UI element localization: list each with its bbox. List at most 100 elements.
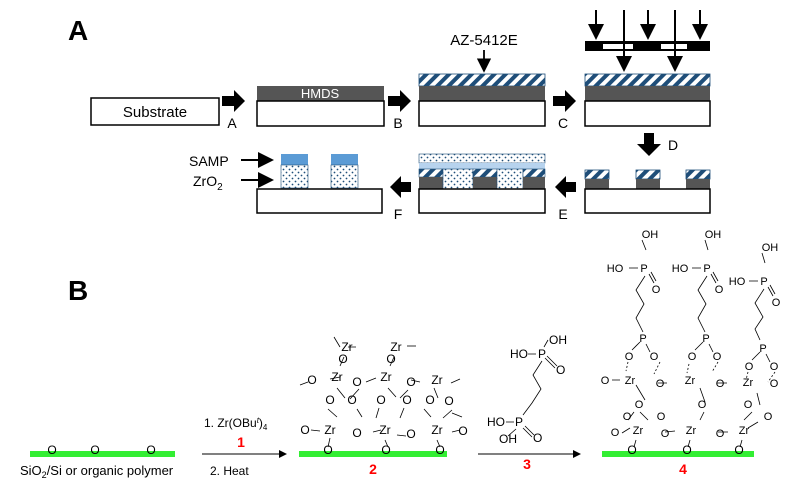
atom-ho: HO	[672, 263, 689, 275]
compound-number-1: 1	[237, 434, 245, 450]
atom-zr: Zr	[743, 377, 754, 389]
step-label-f: F	[394, 206, 403, 222]
atom-o: O	[601, 375, 610, 387]
atom-o: O	[770, 378, 779, 390]
exposure-stack	[584, 10, 711, 127]
substrate-box: Substrate	[90, 97, 220, 126]
atom-o: O	[661, 428, 670, 440]
developed-stack	[584, 169, 711, 214]
reaction-arrow-3: 3 OH HO P O HO P OH O	[478, 333, 581, 472]
atom-o: O	[635, 399, 644, 411]
atom-zr: Zr	[380, 370, 391, 384]
atom-zr: Zr	[431, 373, 442, 387]
atom-zr: Zr	[625, 375, 636, 387]
modified-surface-4: O O O 4	[602, 443, 754, 477]
atom-o: O	[657, 411, 666, 423]
atom-o: O	[650, 351, 659, 363]
resist-label: AZ-5412E	[450, 32, 518, 49]
samp-label: SAMP	[189, 153, 229, 169]
uv-arrows	[588, 10, 708, 72]
step-arrow-e: E	[555, 176, 576, 222]
atom-ho: HO	[487, 415, 505, 429]
zr-oxide-network: Zr O Zr O O Zr O Zr O Zr O O O O O O O Z…	[299, 336, 468, 448]
atom-p: P	[759, 343, 766, 355]
surface-oxygen: O	[323, 443, 332, 457]
atom-p: P	[703, 263, 710, 275]
atom-p: P	[515, 415, 523, 429]
atom-o: O	[406, 375, 415, 389]
atom-o: O	[458, 424, 467, 438]
reagent-2-label: 2. Heat	[210, 464, 249, 478]
step-label-e: E	[558, 206, 567, 222]
atom-o: O	[764, 411, 773, 423]
atom-o: O	[533, 431, 542, 445]
atom-zr: Zr	[390, 340, 401, 354]
atom-o: O	[656, 378, 665, 390]
compound-number-2: 2	[369, 461, 377, 477]
atom-ho: HO	[607, 263, 624, 275]
atom-oh: OH	[549, 333, 567, 347]
step-label-b: B	[393, 115, 402, 131]
step-label-c: C	[558, 115, 568, 131]
atom-ho: HO	[729, 276, 746, 288]
atom-o: O	[376, 393, 385, 407]
phosphonic-acid: OH HO P O HO P OH O	[487, 333, 567, 446]
atom-o: O	[623, 411, 632, 423]
compound-number-3: 3	[523, 456, 531, 472]
surface-oxygen: O	[381, 443, 390, 457]
atom-o: O	[652, 284, 661, 296]
panel-b-label: B	[68, 275, 88, 306]
resist-stack: AZ-5412E	[418, 32, 546, 127]
atom-o: O	[325, 393, 334, 407]
atom-o: O	[688, 351, 697, 363]
compound-number-4: 4	[679, 461, 687, 477]
surface-oxygen: O	[682, 443, 691, 457]
step-label-d: D	[668, 137, 678, 153]
atom-oh: OH	[705, 229, 722, 241]
atom-o: O	[300, 423, 309, 437]
photomask	[585, 41, 710, 51]
step-label-a: A	[227, 115, 237, 131]
atom-oh: OH	[762, 242, 779, 254]
atom-o: O	[307, 373, 316, 387]
surface-oxygen: O	[146, 443, 155, 457]
deposition-stack	[418, 153, 546, 214]
surface-oxygen: O	[90, 443, 99, 457]
atom-p: P	[760, 276, 767, 288]
step-arrow-b: B	[388, 90, 411, 131]
samp-product: OH HO P O OH HO P O OH HO P O P O O P O …	[601, 229, 781, 448]
atom-o: O	[338, 352, 347, 366]
atom-zr: Zr	[686, 425, 697, 437]
atom-o: O	[386, 352, 395, 366]
reaction-arrow-1: 1. Zr(OBut)4 1 2. Heat	[202, 416, 287, 478]
atom-p: P	[639, 333, 646, 345]
atom-zr: Zr	[633, 425, 644, 437]
step-arrow-c: C	[553, 90, 576, 131]
step-arrow-f: F	[390, 176, 411, 222]
atom-o: O	[556, 363, 565, 377]
atom-o: O	[352, 426, 361, 440]
atom-o: O	[744, 399, 753, 411]
atom-o: O	[772, 297, 781, 309]
atom-o: O	[715, 284, 724, 296]
atom-zr: Zr	[324, 423, 335, 437]
atom-zr: Zr	[331, 370, 342, 384]
atom-o: O	[425, 393, 434, 407]
atom-ho: HO	[510, 347, 528, 361]
base-surface-label: SiO2/Si or organic polymer	[20, 463, 174, 480]
panel-a-label: A	[68, 15, 88, 46]
atom-p: P	[640, 263, 647, 275]
zro2-label: ZrO2	[193, 173, 223, 193]
surface-oxygen: O	[435, 443, 444, 457]
atom-o: O	[444, 394, 453, 408]
atom-o: O	[402, 393, 411, 407]
atom-o: O	[347, 393, 356, 407]
base-surface: O O O SiO2/Si or organic polymer	[20, 443, 175, 480]
atom-zr: Zr	[431, 423, 442, 437]
hmds-stack: HMDS	[256, 86, 385, 127]
atom-o: O	[716, 378, 725, 390]
atom-zr: Zr	[739, 425, 750, 437]
atom-o: O	[770, 361, 779, 373]
atom-o: O	[745, 361, 754, 373]
step-arrow-a: A	[222, 90, 245, 131]
